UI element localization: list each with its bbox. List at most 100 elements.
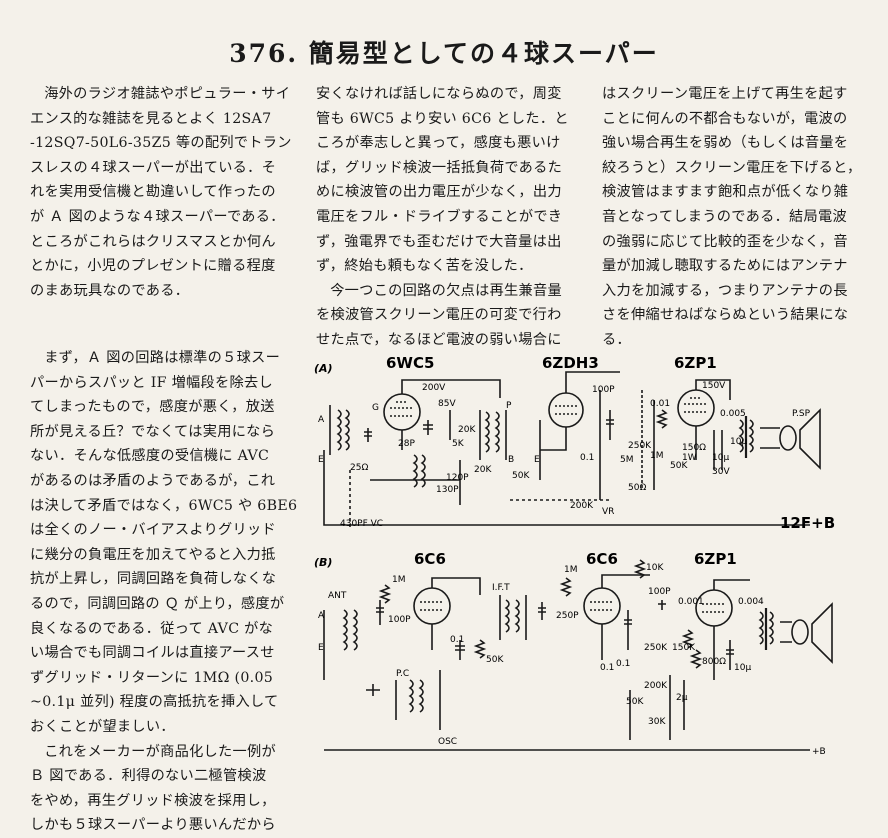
schematic-figure: (A) 6WC5 6ZDH3 6ZP1 200V 85V 150V 100P 0… <box>310 350 870 770</box>
diagram-a-cap-130p: 130P <box>436 485 459 495</box>
text-line: のまあ玩具なのである． <box>30 282 190 299</box>
diagram-a-res-5k: 5K <box>452 439 465 449</box>
diagram-a-res-150ohm: 150Ω <box>682 443 706 453</box>
diagram-b-label: (B) <box>314 556 332 569</box>
text-line: しかも５球スーパーより悪いんだから <box>30 817 276 834</box>
text-line: る． <box>602 331 631 348</box>
text-line: れを実用受信機と勘違いして作ったの <box>30 184 276 201</box>
diagram-b-cap-100p-2: 100P <box>648 587 671 597</box>
diagram-b-cap-0001: 0.001 <box>678 597 704 607</box>
text-line: るので，同調回路の Ｑ が上り，感度が <box>30 595 285 612</box>
diagram-b-cap-01: 0.1 <box>450 635 464 645</box>
text-line: は全くのノー・バイアスよりグリッド <box>30 522 277 539</box>
diagram-b-res-800ohm: 800Ω <box>702 657 726 667</box>
text-line: 量が加減し聴取するためにはアンテナ <box>602 258 848 275</box>
diagram-a-voltage-200v: 200V <box>422 383 446 393</box>
text-line: せた点で，なるほど電波の弱い場合に <box>316 331 562 348</box>
diagram-b-res-1m: 1M <box>392 575 406 585</box>
text-line: に幾分の負電圧を加えてやると入力抵 <box>30 546 276 563</box>
text-column-2: 安くなければ話しにならぬので，周変管も 6WC5 より安い 6C6 とした．とこ… <box>316 82 588 353</box>
diagram-a-cap-0005: 0.005 <box>720 409 746 419</box>
diagram-a-cap-120p: 120P <box>446 473 469 483</box>
text-line: ない．そんな低感度の受信機に AVC <box>30 448 270 465</box>
text-line: は決して矛盾ではなく，6WC5 や 6BE6 <box>30 497 298 514</box>
text-column-1: 海外のラジオ雑誌やポピュラー・サイエンス的な雑誌を見るとよく 12SA7-12S… <box>30 82 302 303</box>
diagram-b-res-50k-2: 50K <box>626 697 644 707</box>
diagram-a-terminal-a: A <box>318 415 325 425</box>
page-title: 376. 簡易型としての４球スーパー <box>229 39 659 68</box>
diagram-b-pc-label: P.C <box>396 669 409 679</box>
text-line: ず，終始も頼もなく苦を没した． <box>316 258 533 275</box>
text-line: 安くなければ話しにならぬので，周変 <box>316 86 562 102</box>
diagram-b-cap-250p: 250P <box>556 611 579 621</box>
diagram-b-tube-2: 6C6 <box>586 550 618 568</box>
diagram-a-terminal-e: E <box>318 455 324 465</box>
diagram-b-cap-01-2: 0.1 <box>616 659 630 669</box>
diagram-a-tube-2: 6ZDH3 <box>542 354 599 372</box>
diagram-a-speaker-label: P.SP <box>792 409 811 419</box>
diagram-a-cap-100p: 100P <box>592 385 615 395</box>
diagram-a-res-50k-2: 50K <box>512 471 530 481</box>
text-line: い場合でも同調コイルは直接アースせ <box>30 645 275 662</box>
text-line: さを伸縮せねばならぬという結果にな <box>602 307 849 324</box>
diagram-a-cap-28p: 28P <box>398 439 415 449</box>
diagram-b-cap-0004: 0.004 <box>738 597 764 607</box>
diagram-b-cap-01-3: 0.1 <box>600 663 614 673</box>
diagram-b-res-150k: 150K <box>672 643 696 653</box>
diagram-a-res-50k: 50K <box>670 461 688 471</box>
text-line: まず，Ａ 図の回路は標準の５球スー <box>44 350 281 366</box>
diagram-a-voltage-150v: 150V <box>702 381 726 391</box>
text-line: これをメーカーが商品化した一例が <box>44 743 276 760</box>
diagram-a-cap-001: 0.01 <box>650 399 670 409</box>
text-line: 管も 6WC5 より安い 6C6 とした．と <box>316 110 569 127</box>
text-line: はスクリーン電圧を上げて再生を起す <box>602 86 848 102</box>
diagram-a-res-250k: 250K <box>628 441 652 451</box>
diagram-a-ift-p: P <box>506 401 512 411</box>
text-line: てしまったもので，感度が悪く，放送 <box>30 399 275 416</box>
text-line: があるのは矛盾のようであるが，これ <box>30 472 276 489</box>
diagram-a-tube-1: 6WC5 <box>386 354 434 372</box>
schematic-svg: (A) 6WC5 6ZDH3 6ZP1 200V 85V 150V 100P 0… <box>314 354 835 757</box>
diagram-a-res-1w: 1W <box>682 453 697 463</box>
text-column-3: はスクリーン電圧を上げて再生を起すことに何んの不都合もないが，電波の強い場合再生… <box>602 82 864 353</box>
diagram-b-res-10k: 10K <box>646 563 664 573</box>
text-line: おくことが望ましい． <box>30 718 175 735</box>
diagram-b-rail-label: +B <box>812 747 826 757</box>
text-line: パーからスパッと IF 増幅段を除去し <box>30 374 273 391</box>
diagram-a-grid-g: G <box>372 403 379 413</box>
text-line: ば，グリッド検波一括抵負荷であるた <box>316 159 563 176</box>
text-line: エンス的な雑誌を見るとよく 12SA7 <box>30 110 272 127</box>
diagram-a-res-50ohm: 50Ω <box>628 483 646 493</box>
diagram-b-res-250k: 250K <box>644 643 668 653</box>
text-line: ずグリッド・リターンに 1MΩ (0.05 <box>30 669 274 686</box>
diagram-a-res-20k: 20K <box>474 465 492 475</box>
text-column-1-continued: まず，Ａ 図の回路は標準の５球スーパーからスパッと IF 増幅段を除去してしまっ… <box>30 346 302 838</box>
text-line: ず，強電界でも歪むだけで大音量は出 <box>316 233 562 250</box>
diagram-b-res-200k: 200K <box>644 681 668 691</box>
diagram-a-vc-430pf: 430PF VC <box>340 519 383 529</box>
text-line: -12SQ7-50L6-35Z5 等の配列でトラン <box>30 135 292 152</box>
diagram-b-res-30k: 30K <box>648 717 666 727</box>
diagram-a-rail-label: 12F+B <box>780 514 835 532</box>
text-line: ころが奉志しと異って，感度も悪いけ <box>316 135 561 152</box>
text-line: めに検波管の出力電圧が少なく，出力 <box>316 184 562 201</box>
diagram-a-cap-10u-2: 10μ <box>730 437 747 447</box>
text-line: 所が見える丘？でなくては実用になら <box>30 423 276 440</box>
diagram-a-voltage-85v: 85V <box>438 399 456 409</box>
diagram-a-res-1m: 1M <box>650 451 664 461</box>
diagram-a-vr-200k: 200K <box>570 501 594 511</box>
diagram-b-terminal-a: A <box>318 611 325 621</box>
text-line: 検波管はますます飽和点が低くなり雑 <box>602 184 849 201</box>
diagram-b-res-1m-2: 1M <box>564 565 578 575</box>
diagram-a-label: (A) <box>314 362 333 375</box>
text-line: 絞ろうと）スクリーン電圧を下げると， <box>602 159 862 176</box>
text-line: ことに何んの不都合もないが，電波の <box>602 110 848 127</box>
diagram-a-res-25ohm: 25Ω <box>350 463 368 473</box>
text-line: とかに，小児のプレゼントに贈る程度 <box>30 258 276 275</box>
diagram-b-cap-100p: 100P <box>388 615 411 625</box>
text-line: の強弱に応じて比較的歪を少なく，音 <box>602 233 848 250</box>
diagram-b-res-50k: 50K <box>486 655 504 665</box>
diagram-a-cap-10u: 10μ <box>712 453 729 463</box>
text-line: Ｂ 図である．利得のない二極管検波 <box>30 768 267 785</box>
diagram-b-terminal-e: E <box>318 643 324 653</box>
